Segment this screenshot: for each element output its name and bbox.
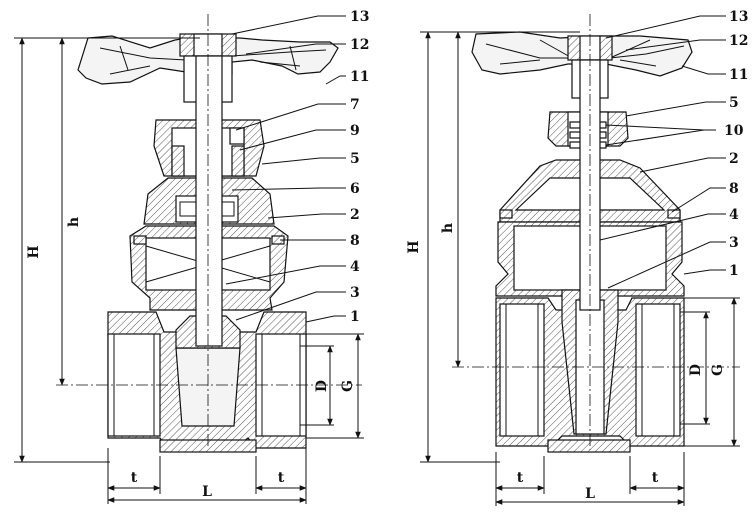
left-dim-H: H bbox=[26, 245, 42, 258]
left-leaders bbox=[225, 15, 346, 323]
right-dim-h: h bbox=[440, 223, 456, 233]
right-label-13: 13 bbox=[729, 9, 748, 25]
left-part-labels: 13 12 11 7 9 5 6 2 8 4 3 1 bbox=[350, 9, 369, 325]
left-label-3: 3 bbox=[350, 285, 360, 301]
right-label-5: 5 bbox=[729, 95, 739, 111]
left-label-5: 5 bbox=[350, 151, 360, 167]
left-label-8: 8 bbox=[350, 233, 360, 249]
left-label-9: 9 bbox=[350, 123, 360, 139]
right-port-right bbox=[635, 303, 681, 437]
left-label-4: 4 bbox=[350, 259, 360, 275]
right-dim-t-right: t bbox=[652, 470, 659, 486]
right-label-4: 4 bbox=[729, 207, 739, 223]
left-label-12: 12 bbox=[350, 37, 369, 53]
right-dim-L: L bbox=[585, 486, 595, 502]
right-dim-H: H bbox=[406, 240, 422, 253]
left-dim-D: D bbox=[314, 380, 330, 392]
right-dim-D: D bbox=[688, 364, 704, 376]
left-dimensions: H h D G t t L bbox=[14, 37, 364, 504]
right-label-10: 10 bbox=[724, 123, 744, 139]
left-label-11: 11 bbox=[350, 69, 369, 85]
right-part-labels: 13 12 11 5 10 2 8 4 3 1 bbox=[724, 9, 748, 279]
left-valve-view bbox=[56, 14, 362, 453]
right-leaders bbox=[599, 15, 726, 289]
right-label-3: 3 bbox=[729, 235, 739, 251]
right-label-12: 12 bbox=[729, 33, 748, 49]
right-dim-G: G bbox=[710, 364, 726, 376]
left-dim-L: L bbox=[202, 484, 212, 500]
left-label-2: 2 bbox=[350, 207, 360, 223]
right-port-left bbox=[499, 303, 545, 437]
right-label-8: 8 bbox=[729, 181, 739, 197]
left-label-13: 13 bbox=[350, 9, 369, 25]
left-dim-G: G bbox=[340, 380, 356, 392]
left-dim-h: h bbox=[66, 217, 82, 227]
right-label-2: 2 bbox=[729, 151, 739, 167]
right-dimensions: H h D G t t L bbox=[406, 31, 740, 506]
left-dim-t-left: t bbox=[131, 470, 138, 486]
right-label-11: 11 bbox=[729, 67, 748, 83]
right-valve-view bbox=[452, 14, 740, 453]
left-stem bbox=[195, 55, 223, 347]
left-label-1: 1 bbox=[350, 309, 360, 325]
right-label-1: 1 bbox=[729, 263, 739, 279]
left-label-7: 7 bbox=[350, 97, 360, 113]
left-label-6: 6 bbox=[350, 181, 360, 197]
right-dim-t-left: t bbox=[517, 470, 524, 486]
left-dim-t-right: t bbox=[278, 470, 285, 486]
